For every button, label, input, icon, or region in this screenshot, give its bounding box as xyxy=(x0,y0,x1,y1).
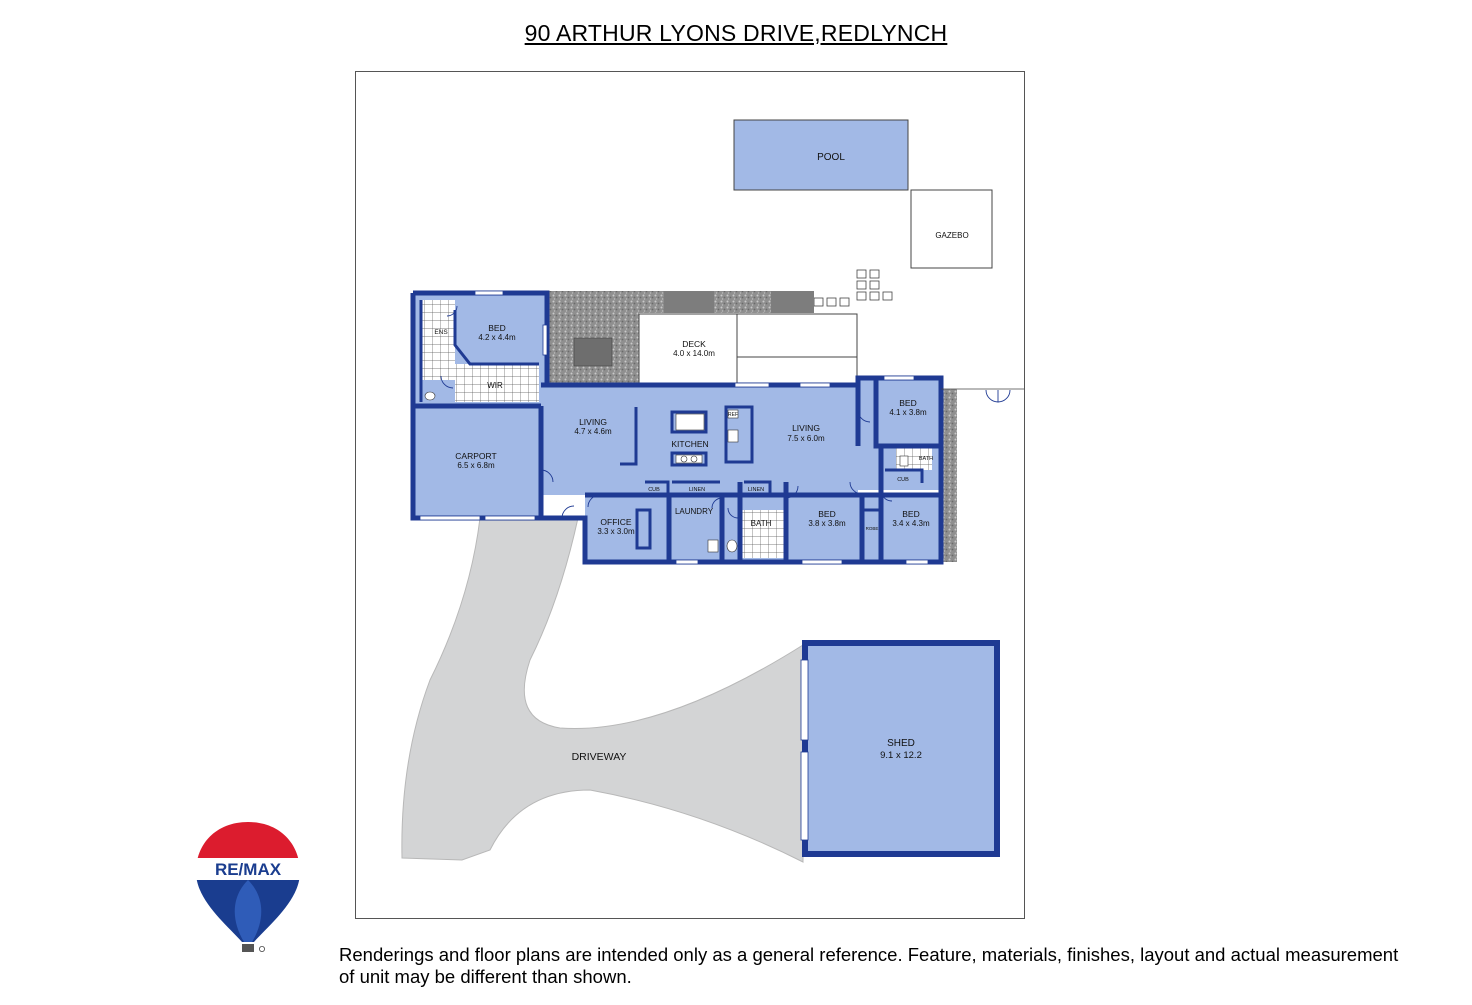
garden-bed xyxy=(547,291,639,384)
bath-label: BATH xyxy=(751,519,772,528)
living-west-size: 4.7 x 4.6m xyxy=(574,427,612,436)
linen-laundry-label: LINEN xyxy=(689,487,705,493)
living-west-label: LIVING xyxy=(579,417,607,427)
door-swings xyxy=(440,305,1011,519)
carport-size: 6.5 x 6.8m xyxy=(457,461,495,470)
fixtures xyxy=(424,391,909,553)
laundry-label: LAUNDRY xyxy=(675,507,714,516)
deck-label: DECK xyxy=(682,339,706,349)
ref-label: REF xyxy=(728,412,738,418)
deck-size: 4.0 x 14.0m xyxy=(673,349,715,358)
house-floor xyxy=(413,293,941,562)
wir-label: WIR xyxy=(487,381,503,390)
cub-office-label: CUB xyxy=(648,487,660,493)
bed-ne-size: 4.1 x 3.8m xyxy=(889,408,927,417)
office-size: 3.3 x 3.0m xyxy=(597,527,635,536)
gazebo xyxy=(910,189,993,269)
bed-mid-size: 3.8 x 3.8m xyxy=(808,519,846,528)
carport-label: CARPORT xyxy=(455,451,496,461)
bed-ne-label: BED xyxy=(899,398,916,408)
pool-label: POOL xyxy=(817,152,845,163)
master-bed-size: 4.2 x 4.4m xyxy=(478,333,516,342)
deck xyxy=(638,313,858,386)
bed-se-label: BED xyxy=(902,509,919,519)
bath-small-label: BATH xyxy=(919,456,933,462)
shed-size: 9.1 x 12.2 xyxy=(880,750,922,761)
bed-mid-label: BED xyxy=(818,509,835,519)
site-boundary xyxy=(355,71,1025,919)
stepping-stones xyxy=(813,269,893,307)
windows xyxy=(419,290,929,565)
thin-walls xyxy=(419,300,924,550)
robe-label: ROBE xyxy=(866,526,879,531)
disclaimer-text: Renderings and floor plans are intended … xyxy=(339,944,1399,987)
gazebo-label: GAZEBO xyxy=(935,231,968,240)
remax-logo-text: RE/MAX xyxy=(215,860,282,879)
driveway-label: DRIVEWAY xyxy=(572,751,627,763)
living-east-label: LIVING xyxy=(792,423,820,433)
master-bed-label: BED xyxy=(488,323,505,333)
pool xyxy=(733,119,909,191)
cub-east-label: CUB xyxy=(897,477,909,483)
bed-se-size: 3.4 x 4.3m xyxy=(892,519,930,528)
ens-label: ENS xyxy=(434,329,448,336)
kitchen-label: KITCHEN xyxy=(671,439,708,449)
page-title: 90 ARTHUR LYONS DRIVE,REDLYNCH xyxy=(524,20,948,46)
linen-bath-label: LINEN xyxy=(748,487,764,493)
office-label: OFFICE xyxy=(600,517,631,527)
driveway-area xyxy=(401,517,804,863)
shed xyxy=(802,640,1000,857)
remax-balloon-logo: RE/MAX xyxy=(196,822,300,952)
shed-label: SHED xyxy=(887,738,915,749)
living-east-size: 7.5 x 6.0m xyxy=(787,434,825,443)
